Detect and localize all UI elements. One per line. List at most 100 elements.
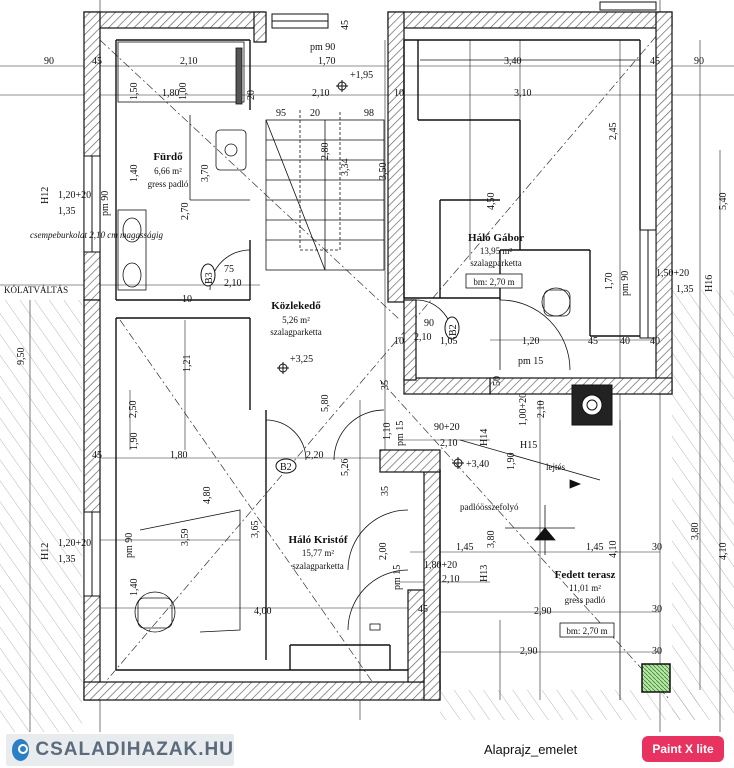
dim-label: 95: [276, 108, 286, 119]
tag-h12-top: H12: [40, 187, 51, 204]
dim-label: 30: [652, 646, 662, 657]
tag-h14: H14: [479, 429, 490, 446]
dim-label: 3,34: [340, 159, 351, 177]
dim-label: 2,20: [306, 450, 324, 461]
dim-label: 30: [652, 604, 662, 615]
dim-label: 4,50: [486, 193, 497, 211]
bathroom-fixtures: [117, 41, 250, 291]
dim-label: 45: [92, 450, 102, 461]
room-floor-kozlekedo: szalagparketta: [270, 327, 321, 337]
brand-watermark[interactable]: CSALADIHAZAK.HU: [6, 734, 234, 766]
dim-label: pm 15: [518, 356, 543, 367]
dim-label: 1,45: [456, 542, 474, 553]
dim-label: 40: [650, 336, 660, 347]
interior-walls: [115, 39, 641, 690]
dim-label: 5,80: [320, 395, 331, 413]
dim-label: 45: [340, 20, 351, 30]
dim-label: 75: [224, 264, 234, 275]
roof-area-left: [0, 300, 82, 732]
windows: [83, 1, 657, 597]
dim-label: 30: [652, 542, 662, 553]
room-floor-furdo: gress padló: [148, 179, 189, 189]
dim-label: 1,90: [129, 433, 140, 451]
room-name-furdo: Fürdő: [153, 151, 183, 163]
room-area-kozlekedo: 5,26 m²: [282, 315, 310, 325]
dim-label: 1,35: [58, 206, 76, 217]
dim-label: 1,90: [506, 453, 517, 471]
room-name-fedett-terasz: Fedett terasz: [555, 569, 616, 581]
dim-label: 1,20: [522, 336, 540, 347]
dim-label: 10: [394, 88, 404, 99]
dim-label: 40: [620, 336, 630, 347]
dim-label: pm 15: [392, 565, 403, 590]
dim-label: 1,35: [676, 284, 694, 295]
level-change-label: KÓLATVÁLTÁS: [4, 285, 68, 295]
dim-label: 1,80: [170, 450, 188, 461]
room-area-halo-kristof: 15,77 m²: [302, 548, 335, 558]
dim-label: 35: [380, 380, 391, 390]
floor-plan: Fürdő 6,66 m² gress padló Közlekedő 5,26…: [0, 0, 734, 732]
dim-label: 1,45: [586, 542, 604, 553]
dim-label: 1,40: [129, 165, 140, 183]
dim-label: 1,80: [162, 88, 180, 99]
dim-label: 2,50: [128, 401, 139, 419]
furniture: [134, 59, 640, 633]
room-name-halo-kristof: Háló Kristóf: [289, 534, 348, 546]
dim-label: 10: [182, 294, 192, 305]
globe-icon: [12, 739, 30, 761]
roof-area-right: [672, 290, 734, 720]
dim-label: 1,50+20: [656, 268, 689, 279]
dim-label: 45: [588, 336, 598, 347]
dim-label: 2,45: [608, 123, 619, 141]
dim-label: 1,00+20: [518, 393, 529, 426]
tag-h15: H15: [520, 440, 537, 451]
dim-label: 4,10: [608, 541, 619, 559]
door-tags: [200, 263, 460, 474]
plan-title: Alaprajz_emelet: [484, 742, 578, 757]
drain-symbol: [459, 439, 601, 555]
dim-label: 4,00: [254, 606, 272, 617]
dim-label: 2,10: [442, 574, 460, 585]
dim-label: 90+20: [434, 422, 460, 433]
dim-label: 1,35: [58, 554, 76, 565]
dim-label: pm 90: [620, 271, 631, 296]
dim-label: 90: [694, 56, 704, 67]
staircase: [265, 110, 385, 271]
dim-label: 1,20+20: [58, 190, 91, 201]
dim-label: 1,21: [182, 355, 193, 373]
room-floor-halo-gabor: szalagparketta: [470, 258, 521, 268]
dim-label: 2,00: [378, 543, 389, 561]
tiling-note: csempeburkolat 2,10 cm magasságig: [30, 230, 163, 240]
room-height-box-terasz: [559, 622, 615, 638]
dim-label: 3,70: [200, 165, 211, 183]
room-area-fedett-terasz: 11,01 m²: [569, 583, 601, 593]
room-area-furdo: 6,66 m²: [154, 166, 182, 176]
dim-label: 1,70: [318, 56, 336, 67]
room-name-kozlekedo: Közlekedő: [271, 300, 321, 312]
dim-label: 5,40: [718, 193, 729, 211]
dim-label: 5,26: [340, 459, 351, 477]
dim-label: 2,70: [180, 203, 191, 221]
dim-label: 45: [92, 56, 102, 67]
dim-label: 2,10: [536, 401, 547, 419]
dim-label: 3,10: [514, 88, 532, 99]
level-marker-1: +1,95: [350, 70, 373, 81]
dim-label: 3,50: [378, 163, 389, 181]
dim-label: 2,90: [520, 646, 538, 657]
level-marker-3: +3,40: [466, 459, 489, 470]
dimension-labels: 90 45 2,10 1,00 20 45 1,70 3,40 45 90 pm…: [16, 20, 729, 657]
footer-bar: CSALADIHAZAK.HU Alaprajz_emelet Paint X …: [0, 732, 734, 768]
dim-label: 50: [492, 376, 503, 386]
paint-x-lite-badge[interactable]: Paint X lite: [642, 736, 724, 762]
dim-label: 1,00: [178, 83, 189, 101]
dim-label: 90: [424, 318, 434, 329]
level-markers: [277, 80, 464, 469]
dim-label: 1,05: [440, 336, 458, 347]
dim-label: 2,90: [534, 606, 552, 617]
room-area-halo-gabor: 13,95 m²: [480, 246, 513, 256]
dim-label: 35: [380, 486, 391, 496]
dim-label: 3,40: [504, 56, 522, 67]
tag-b3: B3: [204, 272, 215, 284]
dim-label: 45: [650, 56, 660, 67]
dim-label: 2,10: [180, 56, 198, 67]
